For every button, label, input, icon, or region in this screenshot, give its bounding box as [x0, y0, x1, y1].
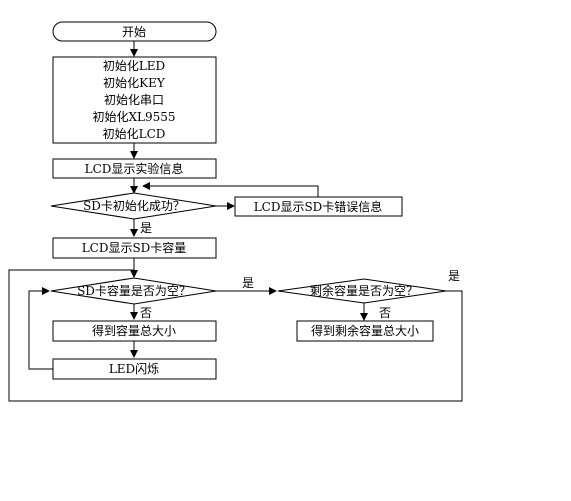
remain-label: 剩余容量是否为空？ — [310, 283, 418, 298]
node-get-remain: 得到剩余容量总大小 — [296, 320, 434, 342]
edge-led-loop — [28, 287, 53, 370]
init-led-label: 初始化LED — [103, 59, 165, 73]
init-lcd-label: 初始化LCD — [103, 127, 166, 141]
get-remain-box — [296, 320, 434, 342]
node-remain-decision: 剩余容量是否为空？ — [277, 278, 447, 304]
show-error-label: LCD显示SD卡错误信息 — [254, 199, 383, 214]
node-start: 开始 — [52, 21, 217, 42]
edge-label-remain-no: 否 — [379, 306, 391, 320]
get-remain-label: 得到剩余容量总大小 — [311, 323, 419, 338]
node-init: 初始化LED 初始化KEY 初始化串口 初始化XL9555 初始化LCD — [52, 56, 217, 144]
node-show-error: LCD显示SD卡错误信息 — [234, 196, 403, 217]
remain-diamond — [277, 278, 447, 304]
show-capacity-label: LCD显示SD卡容量 — [82, 240, 187, 255]
led-blink-label: LED闪烁 — [109, 362, 159, 376]
edge-label-remain-yes: 是 — [448, 269, 460, 283]
led-blink-box — [52, 358, 217, 380]
get-total-label: 得到容量总大小 — [92, 323, 176, 338]
edge-remain-yes-loop — [8, 269, 463, 402]
node-show-info: LCD显示实验信息 — [52, 158, 217, 179]
edge-label-total-yes: 是 — [242, 276, 254, 290]
sd-init-diamond — [50, 192, 217, 220]
init-box — [52, 56, 217, 144]
connectors — [8, 41, 463, 402]
show-info-box — [52, 158, 217, 179]
edge-error-retry — [142, 182, 319, 197]
show-info-label: LCD显示实验信息 — [85, 161, 184, 176]
node-show-capacity: LCD显示SD卡容量 — [52, 237, 217, 259]
node-led-blink: LED闪烁 — [52, 358, 217, 380]
total-label: SD卡容量是否为空？ — [77, 283, 191, 298]
start-terminator — [52, 21, 217, 42]
get-total-box — [52, 320, 217, 342]
init-xl9555-label: 初始化XL9555 — [92, 110, 175, 124]
init-key-label: 初始化KEY — [103, 76, 166, 90]
init-uart-label: 初始化串口 — [104, 93, 164, 107]
start-label: 开始 — [122, 25, 146, 39]
sd-init-label: SD卡初始化成功？ — [83, 199, 185, 213]
node-get-total: 得到容量总大小 — [52, 320, 217, 342]
node-sd-init-decision: SD卡初始化成功？ — [50, 192, 217, 220]
show-capacity-box — [52, 237, 217, 259]
node-total-decision: SD卡容量是否为空？ — [50, 277, 217, 305]
total-diamond — [50, 277, 217, 305]
show-error-box — [234, 196, 403, 217]
edge-label-total-no: 否 — [140, 306, 152, 320]
edge-label-init-yes: 是 — [140, 221, 152, 235]
